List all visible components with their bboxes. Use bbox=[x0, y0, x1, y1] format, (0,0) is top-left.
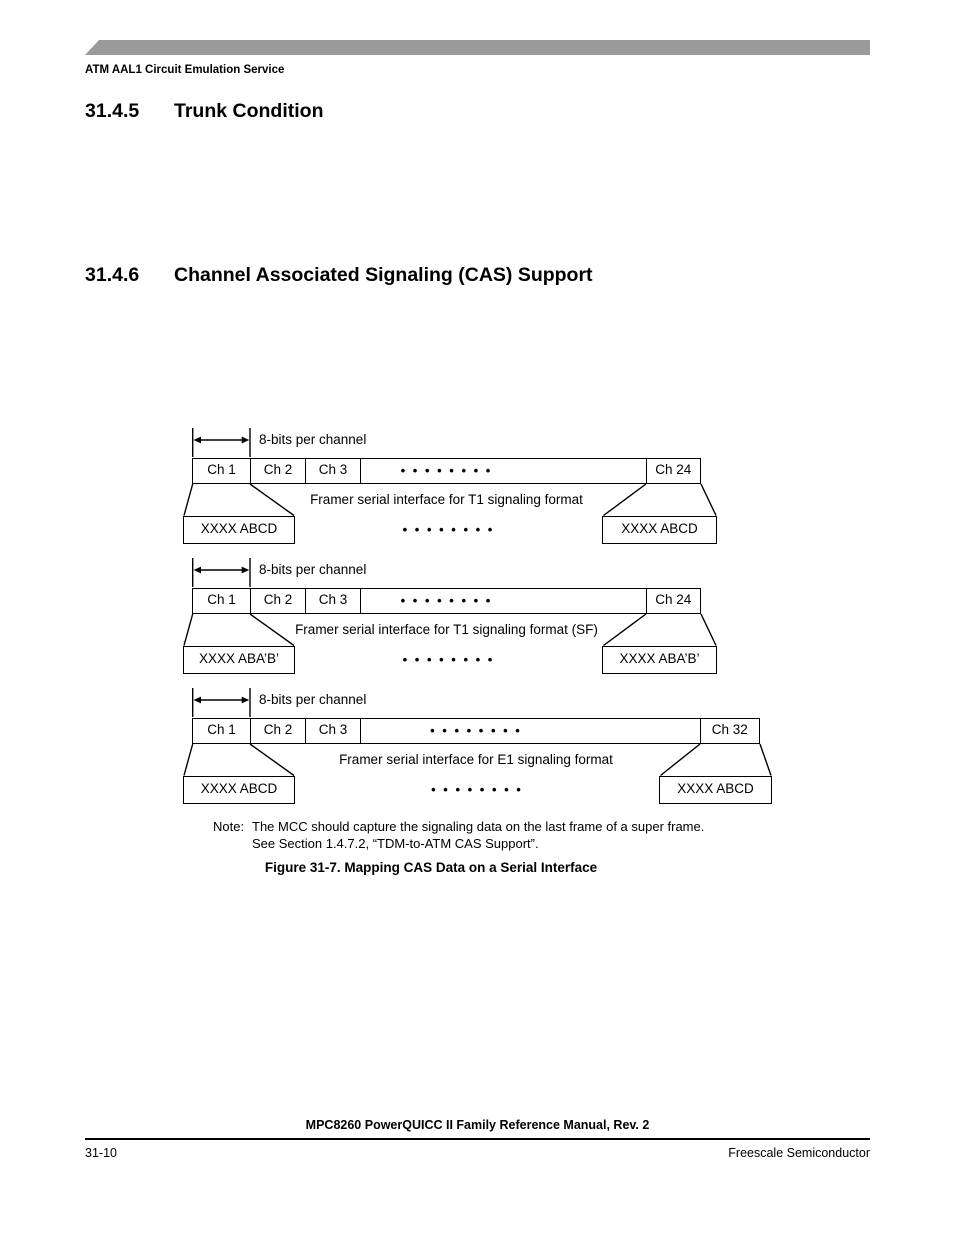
channel-ellipsis-box bbox=[361, 719, 701, 743]
figure-caption: Figure 31-7. Mapping CAS Data on a Seria… bbox=[264, 860, 598, 875]
section-number: 31.4.5 bbox=[85, 100, 140, 122]
arrow-left-head bbox=[193, 436, 201, 444]
signaling-bits-box-right: XXXX ABCD bbox=[602, 516, 717, 544]
channel-box-last: Ch 32 bbox=[711, 722, 748, 737]
channel-box-last: Ch 24 bbox=[655, 592, 692, 607]
footer-publisher: Freescale Semiconductor bbox=[728, 1146, 870, 1160]
footer-rule bbox=[85, 1138, 870, 1140]
arrow-left-head bbox=[193, 566, 201, 574]
framer-interface-label: Framer serial interface for T1 signaling… bbox=[295, 622, 598, 637]
framer-interface-label: Framer serial interface for E1 signaling… bbox=[339, 752, 613, 767]
footer-page-number: 31-10 bbox=[85, 1146, 117, 1160]
section-title: Channel Associated Signaling (CAS) Suppo… bbox=[174, 264, 593, 286]
bits-per-channel-label: 8-bits per channel bbox=[259, 692, 367, 707]
bits-per-channel-label: 8-bits per channel bbox=[259, 432, 367, 447]
channel-box: Ch 2 bbox=[251, 459, 306, 483]
channel-ellipsis-box bbox=[361, 459, 647, 483]
arrow-left-head bbox=[193, 696, 201, 704]
note-text-line1: The MCC should capture the signaling dat… bbox=[252, 819, 705, 834]
framer-interface-label: Framer serial interface for T1 signaling… bbox=[310, 492, 583, 507]
footer-manual-title: MPC8260 PowerQUICC II Family Reference M… bbox=[305, 1118, 650, 1132]
channel-box: Ch 3 bbox=[306, 459, 361, 483]
channel-row-t1-sf: Ch 1 Ch 2 Ch 3 Ch 24 bbox=[192, 588, 701, 614]
section-heading-31-4-5: 31.4.5 Trunk Condition bbox=[85, 100, 323, 123]
arrow-right-head bbox=[241, 566, 250, 574]
arrow-right-head bbox=[241, 436, 250, 444]
running-header-text: ATM AAL1 Circuit Emulation Service bbox=[85, 64, 285, 76]
signaling-bits-box-left: XXXX ABCD bbox=[183, 516, 295, 544]
channel-box: Ch 2 bbox=[251, 719, 306, 743]
channel-box: Ch 3 bbox=[306, 719, 361, 743]
channel-box: Ch 3 bbox=[306, 589, 361, 613]
channel-box: Ch 1 bbox=[193, 719, 251, 743]
channel-row-t1: Ch 1 Ch 2 Ch 3 Ch 24 bbox=[192, 458, 701, 484]
diagram1-arrow-and-connectors bbox=[183, 428, 717, 517]
bits-per-channel-label: 8-bits per channel bbox=[259, 562, 367, 577]
channel-ellipsis-box bbox=[361, 589, 647, 613]
section-number: 31.4.6 bbox=[85, 264, 140, 286]
arrow-right-head bbox=[241, 696, 250, 704]
section-title: Trunk Condition bbox=[174, 100, 324, 122]
note-label: Note: bbox=[213, 819, 245, 834]
channel-box: Ch 1 bbox=[193, 459, 251, 483]
channel-box: Ch 2 bbox=[251, 589, 306, 613]
channel-row-e1: Ch 1 Ch 2 Ch 3 Ch 32 bbox=[192, 718, 760, 744]
section-heading-31-4-6: 31.4.6 Channel Associated Signaling (CAS)… bbox=[85, 264, 593, 287]
diagram2-arrow-and-connectors bbox=[183, 558, 717, 647]
signaling-bits-box-left: XXXX ABA’B’ bbox=[183, 646, 295, 674]
signaling-bits-box-right: XXXX ABA’B’ bbox=[602, 646, 717, 674]
channel-box: Ch 1 bbox=[193, 589, 251, 613]
header-accent-bar bbox=[85, 40, 870, 55]
signaling-bits-box-left: XXXX ABCD bbox=[183, 776, 295, 804]
diagram3-arrow-and-connectors bbox=[183, 688, 772, 777]
note-text-line2: See Section 1.4.7.2, “TDM-to-ATM CAS Sup… bbox=[252, 836, 539, 851]
signaling-bits-box-right: XXXX ABCD bbox=[659, 776, 772, 804]
channel-box-last: Ch 24 bbox=[655, 462, 692, 477]
